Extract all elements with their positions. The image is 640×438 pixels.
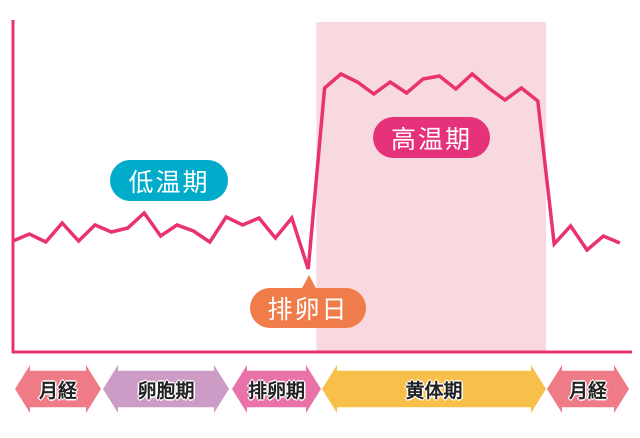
ovulation-pointer [301,275,317,290]
phase-label: 排卵期 [247,379,305,402]
phase-label: 卵胞期 [137,379,195,402]
phase-arrow-ovulatory: 排卵期 [232,365,321,413]
ovulation-day-label: 排卵日 [250,288,366,328]
high-phase-label: 高温期 [373,117,490,158]
phase-label: 黄体期 [405,379,463,402]
phase-label: 月経 [568,379,607,402]
temperature-line [12,71,621,270]
low-phase-label: 低温期 [110,160,228,201]
phase-arrow-follicular: 卵胞期 [103,365,229,413]
phase-arrow-menstruation-next: 月経 [547,365,629,413]
phase-label: 月経 [38,379,77,402]
phase-arrow-menstruation: 月経 [15,365,101,413]
phase-arrow-luteal: 黄体期 [322,365,546,413]
